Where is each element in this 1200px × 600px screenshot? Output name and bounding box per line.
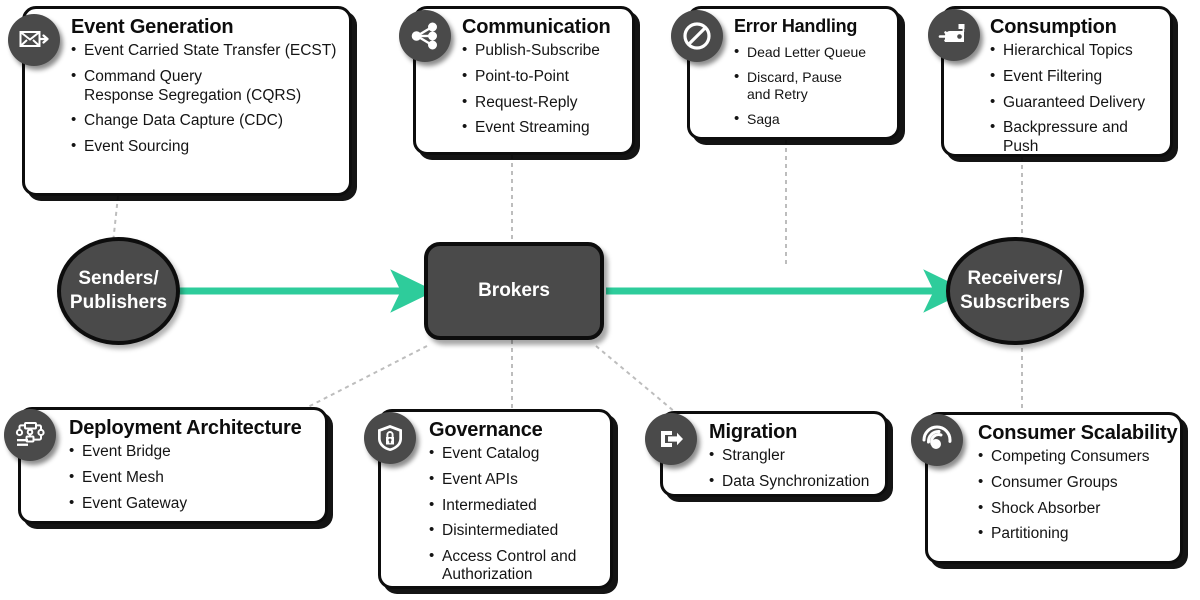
list-item: Disintermediated: [429, 521, 600, 541]
card-bullet-list: Hierarchical Topics Event Filtering Guar…: [990, 41, 1160, 156]
card-title: Communication: [462, 16, 611, 38]
list-item: Event APIs: [429, 470, 600, 490]
list-item: Change Data Capture (CDC): [71, 111, 339, 131]
list-item: Request-Reply: [462, 93, 622, 113]
list-item: Command Query Response Segregation (CQRS…: [71, 67, 339, 105]
card-bullet-list: Event Carried State Transfer (ECST) Comm…: [71, 41, 339, 157]
card-deployment-architecture[interactable]: Deployment Architecture Event Bridge Eve…: [18, 407, 328, 524]
list-item: Event Filtering: [990, 67, 1160, 87]
hub-label: Brokers: [478, 280, 550, 301]
card-title: Error Handling: [734, 16, 858, 36]
card-bullet-list: Event Bridge Event Mesh Event Gateway: [69, 442, 315, 514]
hub-label: Senders/ Publishers: [69, 268, 168, 313]
list-item: Saga: [734, 110, 887, 128]
card-title: Consumer Scalability: [978, 422, 1178, 444]
envelope-arrow-icon: [8, 14, 60, 66]
card-bullet-list: Event Catalog Event APIs Intermediated D…: [429, 444, 600, 585]
list-item: Data Synchronization: [709, 472, 875, 492]
list-item: Event Mesh: [69, 468, 315, 488]
list-item: Event Catalog: [429, 444, 600, 464]
card-bullet-list: Competing Consumers Consumer Groups Shoc…: [978, 447, 1170, 544]
network-topology-icon: [4, 409, 56, 461]
mailbox-icon: [928, 9, 980, 61]
card-title: Event Generation: [71, 16, 234, 38]
card-title: Deployment Architecture: [69, 417, 302, 439]
list-item: Dead Letter Queue: [734, 43, 887, 61]
shield-lock-icon: [364, 412, 416, 464]
card-error-handling[interactable]: Error Handling Dead Letter Queue Discard…: [687, 6, 900, 140]
card-title: Governance: [429, 419, 543, 441]
connector-deployment-brokers: [305, 345, 428, 409]
list-item: Hierarchical Topics: [990, 41, 1160, 61]
list-item: Point-to-Point: [462, 67, 622, 87]
card-consumer-scalability[interactable]: Consumer Scalability Competing Consumers…: [925, 412, 1183, 564]
card-bullet-list: Dead Letter Queue Discard, Pause and Ret…: [734, 43, 887, 128]
list-item: Consumer Groups: [978, 473, 1170, 493]
list-item: Event Streaming: [462, 118, 622, 138]
card-bullet-list: Publish-Subscribe Point-to-Point Request…: [462, 41, 622, 138]
list-item: Backpressure and Push: [990, 118, 1160, 156]
share-network-icon: [399, 10, 451, 62]
list-item: Event Sourcing: [71, 137, 339, 157]
list-item: Intermediated: [429, 496, 600, 516]
card-title: Consumption: [990, 16, 1117, 38]
list-item: Partitioning: [978, 524, 1170, 544]
card-migration[interactable]: Migration Strangler Data Synchronization: [660, 411, 888, 497]
hub-receivers-subscribers[interactable]: Receivers/ Subscribers: [946, 237, 1084, 345]
list-item: Competing Consumers: [978, 447, 1170, 467]
list-item: Guaranteed Delivery: [990, 93, 1160, 113]
hub-brokers[interactable]: Brokers: [424, 242, 604, 340]
card-governance[interactable]: Governance Event Catalog Event APIs Inte…: [378, 409, 613, 589]
hub-senders-publishers[interactable]: Senders/ Publishers: [57, 237, 180, 345]
list-item: Event Bridge: [69, 442, 315, 462]
list-item: Strangler: [709, 446, 875, 466]
list-item: Access Control and Authorization: [429, 547, 600, 585]
card-event-generation[interactable]: Event Generation Event Carried State Tra…: [22, 6, 352, 196]
list-item: Event Gateway: [69, 494, 315, 514]
connector-eventgeneration-senders: [112, 195, 119, 244]
exit-arrow-icon: [645, 413, 697, 465]
card-title: Migration: [709, 421, 798, 443]
concentric-waves-icon: [911, 414, 963, 466]
card-communication[interactable]: Communication Publish-Subscribe Point-to…: [413, 6, 635, 155]
hub-label: Receivers/ Subscribers: [960, 268, 1070, 313]
no-entry-icon: [671, 10, 723, 62]
connector-migration-brokers: [595, 345, 676, 413]
list-item: Shock Absorber: [978, 499, 1170, 519]
list-item: Event Carried State Transfer (ECST): [71, 41, 339, 61]
card-bullet-list: Strangler Data Synchronization: [709, 446, 875, 492]
list-item: Publish-Subscribe: [462, 41, 622, 61]
list-item: Discard, Pause and Retry: [734, 68, 887, 103]
